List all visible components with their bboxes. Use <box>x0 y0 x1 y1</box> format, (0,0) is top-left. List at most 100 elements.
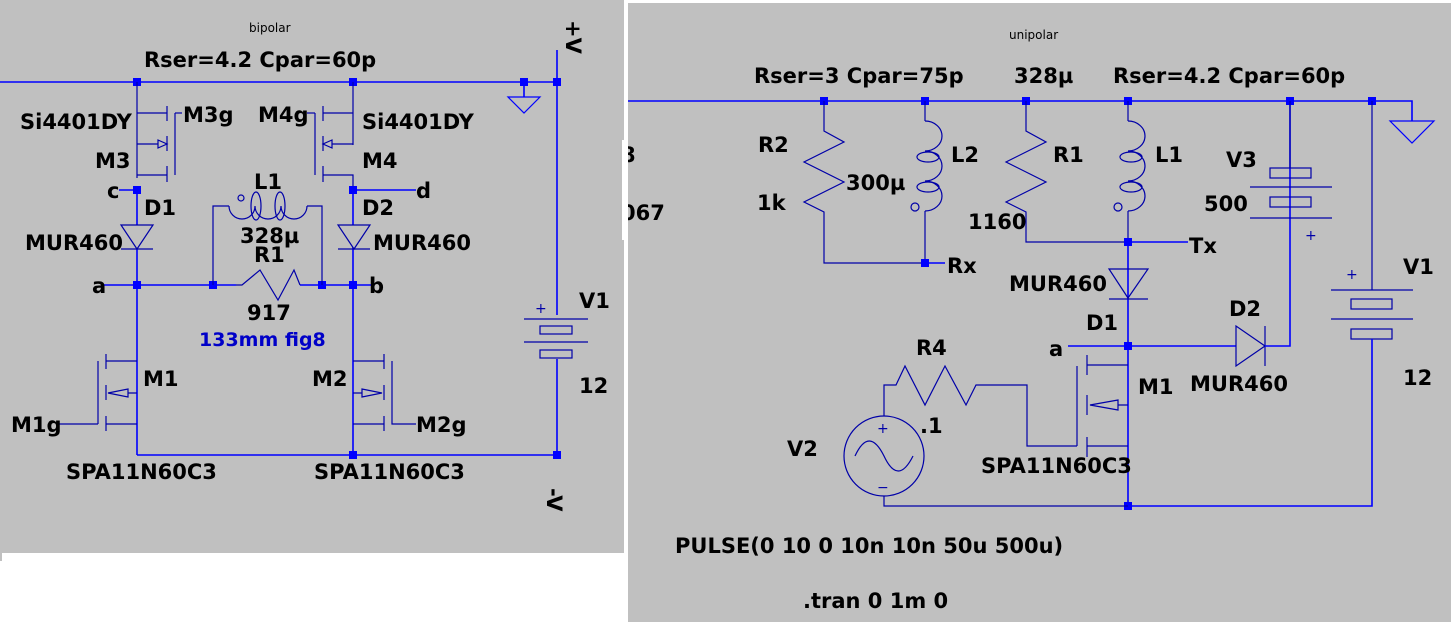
v1-name-label: V1 <box>1403 255 1434 279</box>
m1-nmos-transistor[interactable] <box>58 354 137 431</box>
m2-gate-label: M2g <box>416 413 467 437</box>
r2-resistor[interactable] <box>802 101 925 264</box>
l2-name-label: L2 <box>951 143 979 167</box>
node-tx-label: Tx <box>1189 234 1217 258</box>
d1-diode[interactable] <box>119 224 155 251</box>
v3-plus-label: + <box>1305 228 1317 244</box>
m2-model-label: SPA11N60C3 <box>314 460 465 484</box>
node-d-label: d <box>416 179 431 203</box>
l1-value-top-label: 328µ <box>1014 64 1073 88</box>
m2-nmos-transistor[interactable] <box>353 354 416 431</box>
m1-name-label: M1 <box>143 367 179 391</box>
bottom-return-wire[interactable] <box>1128 339 1373 507</box>
junction <box>553 78 561 86</box>
d1-diode[interactable] <box>1107 268 1150 300</box>
r1-name-label: R1 <box>254 243 285 267</box>
inductor-params-label: Rser=4.2 Cpar=60p <box>144 48 376 72</box>
m1-model-label: SPA11N60C3 <box>66 460 217 484</box>
v1-name-label: V1 <box>579 289 610 313</box>
node-rx-label: Rx <box>947 254 977 278</box>
m3-name-label: M3 <box>95 149 131 173</box>
m1-name-label: M1 <box>1138 375 1174 399</box>
v1-plus-label: + <box>1346 267 1358 283</box>
clipped-text-2: 067 <box>621 201 665 225</box>
top-rail-wire[interactable] <box>628 100 1413 121</box>
d2-name-label: D2 <box>362 196 394 220</box>
m2-name-label: M2 <box>312 367 348 391</box>
ground-icon <box>506 96 542 114</box>
vplus-label: +V <box>561 20 585 55</box>
v3-battery[interactable] <box>1250 101 1332 219</box>
r4-value-label: .1 <box>920 414 943 438</box>
l1-name-label: L1 <box>1155 143 1183 167</box>
junction <box>553 451 561 459</box>
junction <box>349 451 357 459</box>
panel-edge <box>0 553 2 561</box>
m1-gate-label: M1g <box>11 413 62 437</box>
pulse-directive: PULSE(0 10 0 10n 10n 50u 500u) <box>675 534 1063 558</box>
node-a-label: a <box>1049 337 1063 361</box>
d2-cathode-wire[interactable] <box>1265 101 1291 347</box>
m4-gate-label: M4g <box>258 103 309 127</box>
node-a-label: a <box>92 274 106 298</box>
v1-value-label: 12 <box>1403 366 1432 390</box>
d2-model-label: MUR460 <box>1190 372 1288 396</box>
m3-model-label: Si4401DY <box>20 110 133 134</box>
l2-params-label: Rser=3 Cpar=75p <box>754 64 964 88</box>
m4-name-label: M4 <box>362 149 398 173</box>
unipolar-title: unipolar <box>1009 28 1058 42</box>
l2-value-label: 300µ <box>846 171 905 195</box>
v2-name-label: V2 <box>787 437 818 461</box>
panel-gap <box>622 140 628 240</box>
d1-name-label: D1 <box>144 196 176 220</box>
r1-value-label: 917 <box>247 301 291 325</box>
bipolar-schematic: bipolar Rser=4.2 Cpar=60p +V -V Si <box>0 0 624 561</box>
r1-resistor[interactable] <box>1004 101 1128 243</box>
node-c-label: c <box>107 179 119 203</box>
l2-inductor[interactable] <box>910 101 943 263</box>
v1-plus-label: + <box>535 301 547 317</box>
m3-pmos-transistor[interactable] <box>136 82 182 182</box>
l1-name-label: L1 <box>254 170 282 194</box>
ground-icon <box>1388 120 1436 144</box>
d1-name-label: D1 <box>1086 311 1118 335</box>
vminus-label: -V <box>542 488 566 512</box>
r4-name-label: R4 <box>916 336 947 360</box>
m3-gate-label: M3g <box>183 103 234 127</box>
r2-value-label: 1k <box>757 191 787 215</box>
m4-model-label: Si4401DY <box>362 110 475 134</box>
l1-inductor[interactable] <box>1113 101 1146 242</box>
v1-value-label: 12 <box>579 374 608 398</box>
l1-params-label: Rser=4.2 Cpar=60p <box>1113 64 1345 88</box>
bipolar-panel-background <box>0 0 624 553</box>
d1-model-label: MUR460 <box>1009 272 1107 296</box>
d2-model-label: MUR460 <box>373 231 471 255</box>
v2-minus-label: − <box>877 480 889 496</box>
v3-name-label: V3 <box>1226 148 1257 172</box>
m1-nmos-transistor[interactable] <box>1076 355 1128 457</box>
r4-resistor[interactable] <box>883 364 1077 447</box>
v1-battery[interactable] <box>524 315 588 359</box>
m4-pmos-transistor[interactable] <box>307 82 354 190</box>
unipolar-panel-background <box>628 3 1451 622</box>
r1-value-label: 1160 <box>968 210 1026 234</box>
r1-name-label: R1 <box>1053 143 1084 167</box>
junction <box>133 281 141 289</box>
d1-model-label: MUR460 <box>25 231 123 255</box>
bipolar-title: bipolar <box>249 21 291 35</box>
r2-name-label: R2 <box>758 133 789 157</box>
d2-diode[interactable] <box>336 224 372 251</box>
node-b-label: b <box>369 274 384 298</box>
junction <box>520 78 528 86</box>
v2-plus-label: + <box>877 421 889 437</box>
tran-directive: .tran 0 1m 0 <box>803 589 948 613</box>
v2-pulse-source[interactable] <box>843 415 1128 507</box>
d2-name-label: D2 <box>1229 297 1261 321</box>
coil-annotation: 133mm fig8 <box>199 329 326 351</box>
v3-value-label: 500 <box>1204 192 1248 216</box>
r1-resistor[interactable] <box>236 268 301 302</box>
junction <box>1124 342 1132 350</box>
unipolar-schematic: unipolar Rser=3 Cpar=75p 328µ Rser=4.2 C… <box>621 3 1451 622</box>
l1-inductor[interactable] <box>212 191 323 285</box>
